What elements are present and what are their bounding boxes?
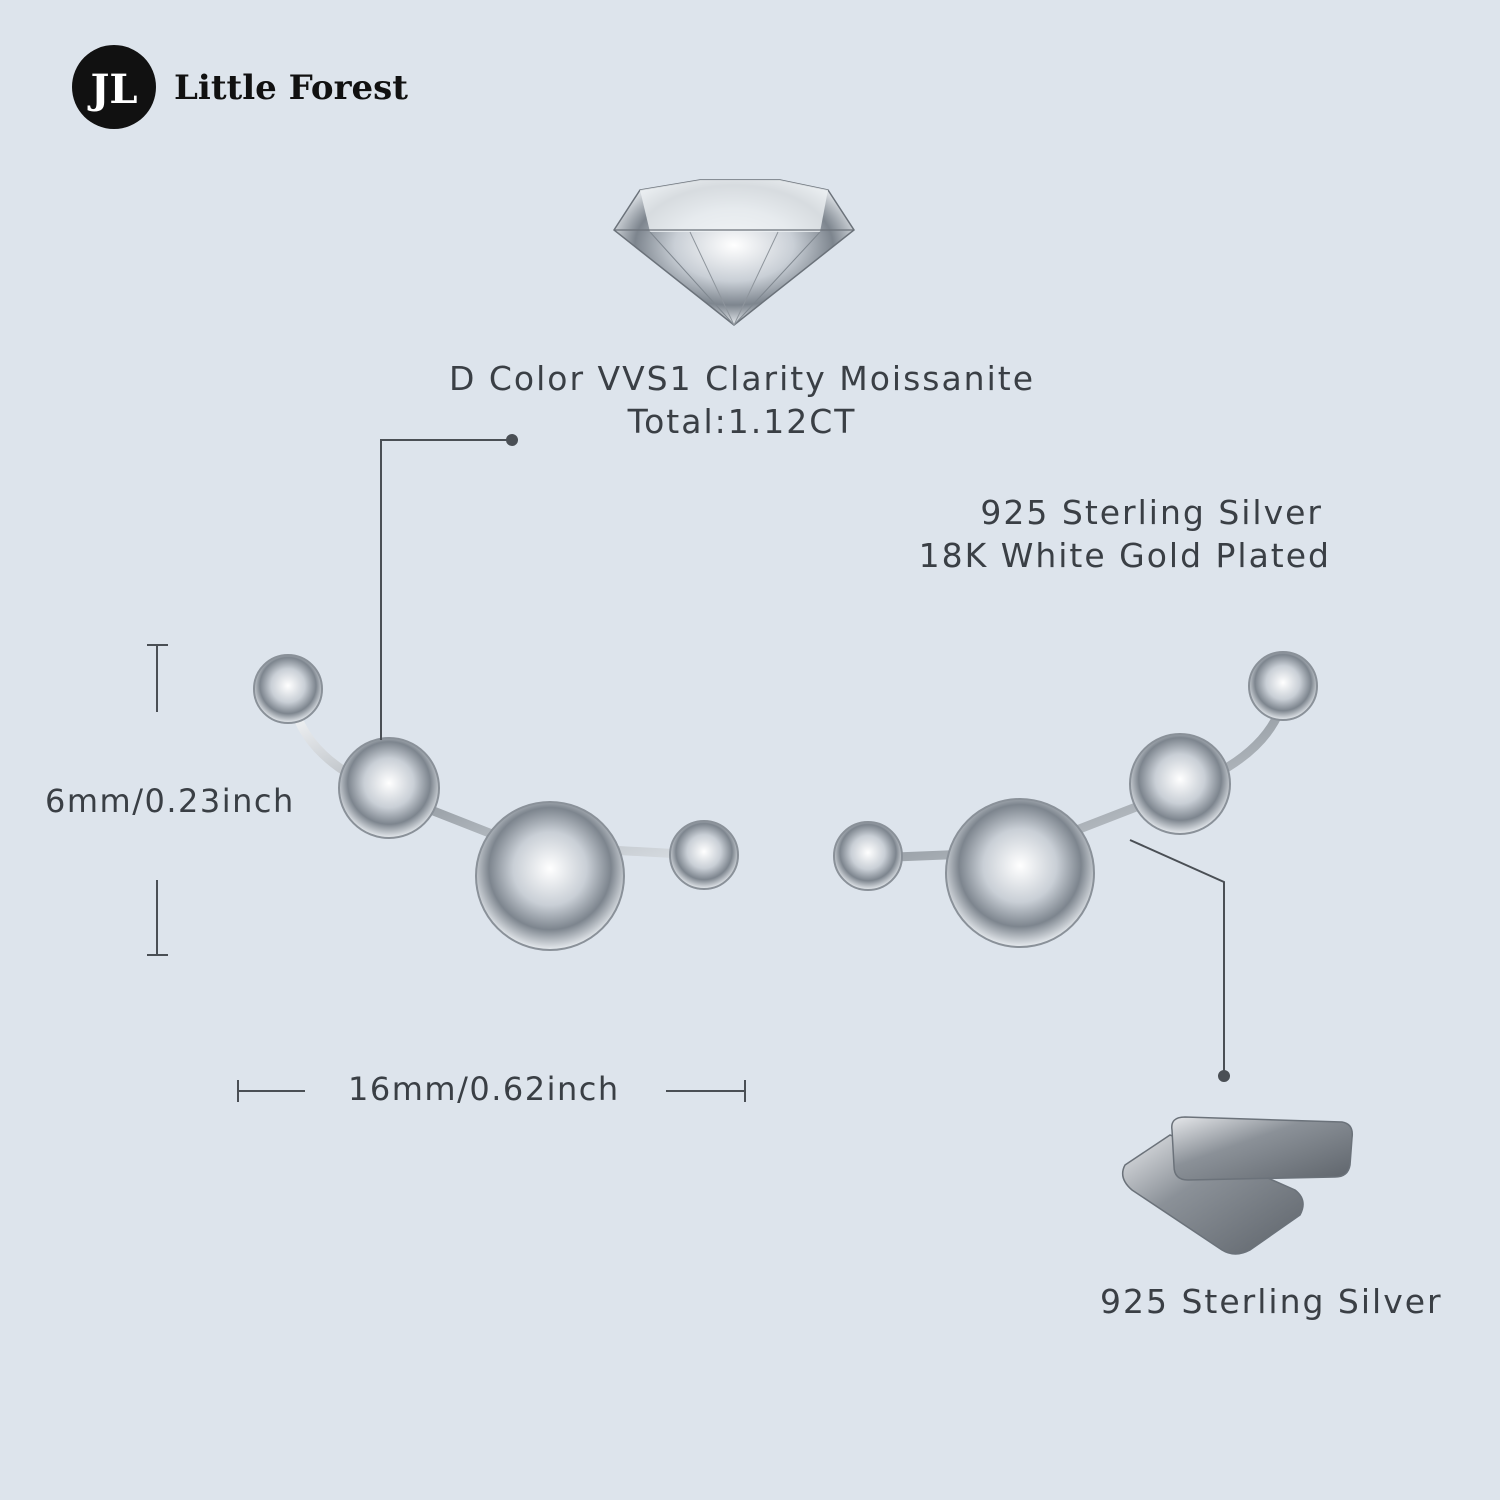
metal-spec-line1: 925 Sterling Silver [980,493,1323,532]
stone-spec: D Color VVS1 Clarity Moissanite Total:1.… [442,357,1042,443]
height-dimension-marker [147,644,168,956]
width-dimension-label: 16mm/0.62inch [348,1070,620,1108]
brand-monogram: JL [87,66,137,113]
brand-monogram-icon: JL [87,66,137,113]
metal-spec: 925 Sterling Silver 18K White Gold Plate… [905,491,1385,577]
stone-spec-line2: Total:1.12CT [627,402,857,441]
brand-logo: JL [72,45,156,129]
silver-bar-icon [1121,1116,1354,1255]
width-dimension-marker [237,1080,746,1102]
stone-spec-line1: D Color VVS1 Clarity Moissanite [448,359,1036,398]
height-dimension-label: 6mm/0.23inch [45,782,295,820]
stone-leader-line [380,434,518,740]
moissanite-gem-icon [612,179,856,327]
left-earring-icon [253,654,739,951]
post-spec-label: 925 Sterling Silver [1100,1282,1443,1321]
metal-spec-line2: 18K White Gold Plated [918,536,1331,575]
right-earring-icon [833,651,1318,948]
brand-name: Little Forest [174,68,408,108]
post-leader-line [1129,839,1230,1082]
